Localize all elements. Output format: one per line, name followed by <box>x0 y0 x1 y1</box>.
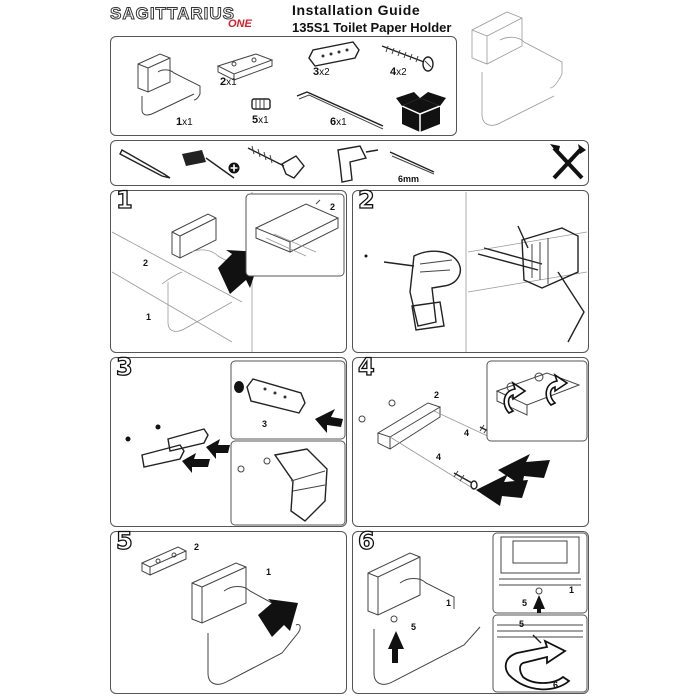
part-1-holder-icon <box>137 53 201 116</box>
step-5-callout-2: 2 <box>194 542 200 552</box>
step-1-number: 1 <box>115 185 133 214</box>
step-1-detail-inset <box>245 193 345 277</box>
hammer-icon <box>247 145 305 179</box>
step-3-anchors-illustration <box>125 424 230 473</box>
part-3-anchor-icon <box>308 41 360 67</box>
drill-bit-icon <box>389 151 435 175</box>
step-4-arrows-icon <box>476 454 550 506</box>
step-6-inset2-callout-6: 6 <box>553 680 559 690</box>
step-3-number: 3 <box>115 352 133 381</box>
part-4-label: 4x2 <box>390 66 407 78</box>
step-4-callout-4a: 4 <box>464 428 470 438</box>
step-2-panel <box>352 190 589 353</box>
brand-sub-logo: ONE <box>228 18 252 30</box>
step-2-number: 2 <box>357 185 375 214</box>
step-1-callout-2: 2 <box>143 258 149 268</box>
step-6-callout-5: 5 <box>411 622 417 632</box>
step-6-inset2-callout-5: 5 <box>519 619 525 629</box>
part-2-bracket-icon <box>216 53 274 81</box>
pencil-icon <box>119 149 171 179</box>
step-3-callout-3: 3 <box>262 419 268 429</box>
brand-logo: SAGITTARIUS <box>110 4 235 24</box>
step-6-inset-callout-1: 1 <box>569 585 575 595</box>
step-6-screw-inset <box>492 532 588 614</box>
step-5-number: 5 <box>115 526 133 555</box>
part-3-label: 3x2 <box>313 66 330 78</box>
part-5-label: 5x1 <box>252 114 269 126</box>
package-box-icon <box>396 92 446 132</box>
product-preview-icon <box>471 11 563 126</box>
step-6-number: 6 <box>357 526 375 555</box>
step-3-hammer-inset <box>230 440 346 526</box>
drill-bit-size-label: 6mm <box>398 174 420 184</box>
step-3-anchor-inset <box>230 360 346 440</box>
plus-icon <box>228 162 240 174</box>
step-4-callout-2: 2 <box>434 390 440 400</box>
part-1-label: 1x1 <box>176 116 193 128</box>
step-2-drill-illustration <box>364 192 467 352</box>
step-4-bracket-illustration <box>358 399 498 490</box>
guide-title: Installation Guide <box>292 2 421 18</box>
step-2-drill-closeup-inset <box>467 225 588 343</box>
step-4-callout-4b: 4 <box>436 452 442 462</box>
step-6-callout-1: 1 <box>446 598 452 608</box>
step-5-callout-1: 1 <box>266 567 272 577</box>
tools-crossed-icon <box>550 144 586 180</box>
step-5-panel <box>110 531 347 694</box>
step-4-rotate-inset <box>486 360 588 442</box>
drill-icon <box>337 145 379 183</box>
part-5-setscrew-icon <box>251 98 271 110</box>
screwdriver-icon <box>182 150 235 179</box>
part-6-label: 6x1 <box>330 116 347 128</box>
part-2-label: 2x1 <box>220 76 237 88</box>
step-6-tighten-inset <box>492 614 588 693</box>
step-6-inset-callout-5: 5 <box>522 598 528 608</box>
step-5-mount-illustration <box>140 546 301 685</box>
part-6-hexkey-icon <box>296 91 384 130</box>
step-4-number: 4 <box>357 352 375 381</box>
step-1-inset-callout-2: 2 <box>330 202 336 212</box>
part-4-screw-icon <box>381 45 434 72</box>
product-title: 135S1 Toilet Paper Holder <box>292 20 452 35</box>
step-6-holder-illustration <box>367 552 481 685</box>
step-1-callout-1: 1 <box>146 312 152 322</box>
